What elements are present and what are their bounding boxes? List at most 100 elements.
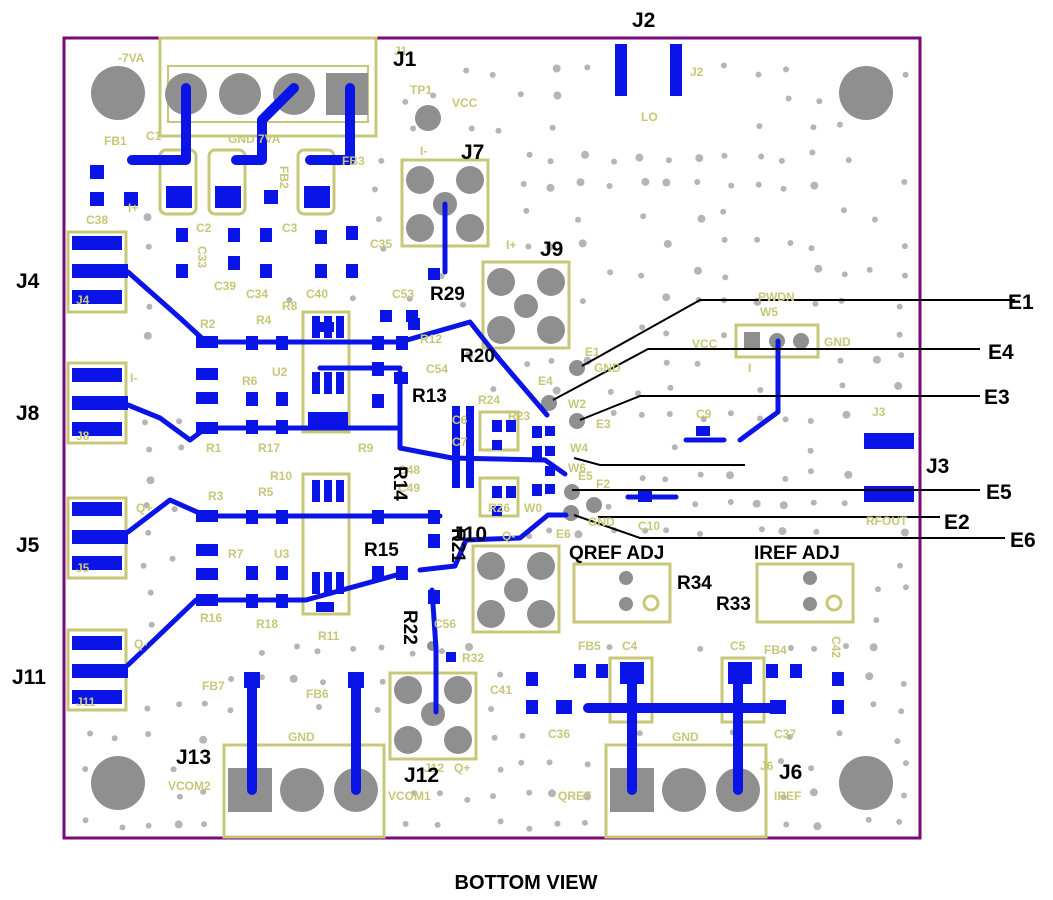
via-dot: [607, 269, 614, 276]
silk-text: E1: [585, 345, 600, 359]
via-dot: [119, 824, 126, 831]
label-j3: J3: [926, 455, 949, 478]
silk-text: J5: [76, 561, 90, 575]
silk-text: J4: [76, 293, 90, 307]
via-dot: [694, 179, 701, 185]
via-dot: [779, 501, 788, 510]
label-e1: E1: [1008, 291, 1034, 314]
via-dot: [228, 676, 235, 682]
via-dot: [406, 295, 413, 302]
via-dot: [640, 213, 647, 220]
via-dot: [584, 64, 591, 71]
label-e5: E5: [986, 481, 1012, 504]
via-dot: [176, 701, 183, 708]
via-dot: [663, 527, 670, 534]
silkscreen-outlines: [66, 36, 855, 839]
via-dot: [757, 415, 763, 422]
via-dot: [489, 71, 496, 78]
via-dot: [465, 351, 473, 360]
label-iref-adj: IREF ADJ: [754, 543, 840, 564]
via-dot: [526, 151, 533, 158]
designator-r34: R34: [677, 573, 712, 594]
via-dot: [140, 562, 147, 569]
designator-r22: R22: [399, 610, 420, 645]
via-dot: [663, 239, 672, 248]
via-dot: [549, 124, 556, 131]
silk-text: GND: [824, 335, 851, 349]
silk-text: R6: [242, 374, 258, 388]
silk-text: RFOUT: [866, 514, 908, 528]
via-dot: [671, 444, 678, 451]
silk-text: R24: [478, 393, 500, 407]
via-dot: [663, 359, 670, 366]
via-dot: [579, 298, 586, 305]
designator-r29: R29: [430, 284, 465, 305]
silk-text: I-: [420, 144, 427, 158]
via-dot: [875, 586, 881, 593]
designator-r20: R20: [460, 346, 495, 367]
via-dot: [201, 821, 208, 828]
silk-text: R26: [488, 501, 510, 515]
via-dot: [894, 381, 903, 390]
silk-text: R4: [256, 313, 272, 327]
silk-text: FB2: [277, 166, 291, 189]
via-dot: [754, 236, 761, 243]
silk-text: E3: [596, 417, 611, 431]
via-dot: [662, 476, 669, 483]
via-dot: [523, 207, 530, 214]
via-dot: [581, 819, 588, 826]
via-dot: [841, 271, 848, 278]
via-dot: [695, 154, 704, 163]
via-dot: [488, 706, 495, 712]
via-dot: [902, 71, 909, 78]
silk-text: IREF: [774, 789, 801, 803]
via-dot: [148, 621, 155, 628]
label-e3: E3: [984, 386, 1010, 409]
silk-text: I+: [128, 201, 138, 215]
via-dot: [143, 331, 152, 340]
silk-text: W6: [568, 461, 586, 475]
label-j7: J7: [461, 141, 484, 164]
designator-r15: R15: [364, 540, 399, 561]
silk-text: C56: [434, 617, 456, 631]
silk-text: C7: [452, 435, 468, 449]
silk-text: W5: [760, 305, 778, 319]
via-dot: [901, 792, 907, 799]
via-dot: [811, 645, 818, 652]
via-dot: [639, 324, 646, 331]
silk-text: R18: [256, 617, 278, 631]
via-dot: [635, 153, 644, 162]
via-dot: [809, 788, 818, 797]
silk-text: I: [748, 361, 751, 375]
designator-r13: R13: [412, 386, 447, 407]
via-dot: [694, 360, 701, 367]
silk-text: C1: [146, 129, 162, 143]
via-dot: [865, 816, 872, 823]
via-dot: [841, 500, 848, 507]
via-dot: [552, 64, 561, 73]
via-dot: [757, 387, 764, 393]
designator-r33: R33: [716, 594, 751, 615]
via-dot: [199, 735, 208, 744]
via-dot: [460, 301, 466, 308]
via-dot: [143, 502, 150, 509]
via-dot: [547, 158, 554, 165]
via-dot: [526, 825, 533, 832]
label-j11: J11: [12, 666, 46, 689]
via-dot: [720, 208, 727, 215]
via-dot: [372, 186, 378, 193]
label-e2: E2: [944, 511, 970, 534]
via-dot: [752, 499, 761, 508]
via-dot: [758, 153, 765, 160]
via-dot: [520, 181, 527, 187]
via-dot: [146, 303, 153, 310]
silk-text: C42: [829, 636, 843, 658]
via-dot: [463, 67, 470, 74]
silk-text: GND: [594, 361, 621, 375]
via-dot: [546, 527, 553, 534]
via-dot: [430, 92, 437, 99]
via-dot: [548, 357, 555, 364]
via-dot: [758, 526, 765, 533]
via-dot: [900, 680, 907, 687]
via-dot: [402, 98, 409, 105]
